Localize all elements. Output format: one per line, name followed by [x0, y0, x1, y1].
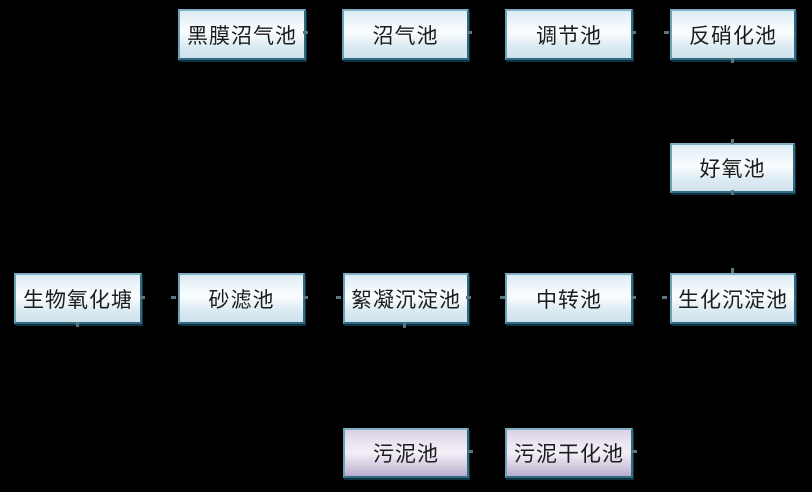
- connector-mark: [467, 31, 472, 34]
- node-label: 污泥干化池: [514, 442, 624, 466]
- node-black-membrane-biogas-digester: 黑膜沼气池: [178, 9, 306, 60]
- connector-mark: [303, 31, 308, 34]
- connector-mark: [731, 190, 734, 195]
- node-sludge-drying-tank: 污泥干化池: [505, 428, 633, 478]
- node-biogas-digester: 沼气池: [342, 9, 469, 60]
- node-biochemical-sedimentation-tank: 生化沉淀池: [670, 273, 796, 324]
- connector-mark: [662, 296, 667, 299]
- node-label: 沼气池: [372, 23, 439, 48]
- node-label: 絮凝沉淀池: [351, 287, 461, 312]
- node-biological-oxidation-pond: 生物氧化塘: [14, 273, 142, 324]
- node-label: 中转池: [536, 287, 602, 312]
- node-label: 污泥池: [373, 442, 439, 466]
- node-denitrification-tank: 反硝化池: [670, 9, 796, 60]
- connector-mark: [731, 58, 734, 63]
- node-transfer-tank: 中转池: [505, 273, 633, 324]
- node-flocculation-sedimentation-tank: 絮凝沉淀池: [343, 273, 469, 324]
- connector-mark: [171, 296, 176, 299]
- node-label: 生化沉淀池: [678, 287, 788, 312]
- connector-mark: [336, 296, 341, 299]
- node-aerobic-tank: 好氧池: [670, 143, 795, 193]
- connector-mark: [303, 296, 308, 299]
- connector-mark: [631, 296, 636, 299]
- connector-mark: [76, 322, 79, 327]
- node-regulating-tank: 调节池: [505, 9, 633, 60]
- connector-mark: [731, 268, 734, 273]
- node-sand-filter-tank: 砂滤池: [178, 273, 305, 324]
- connector-mark: [403, 323, 406, 328]
- node-label: 黑膜沼气池: [187, 23, 297, 48]
- connector-mark: [731, 139, 734, 144]
- connector-mark: [631, 31, 636, 34]
- node-label: 反硝化池: [689, 23, 777, 48]
- node-label: 生物氧化塘: [23, 287, 133, 312]
- connector-mark: [632, 450, 637, 453]
- connector-mark: [466, 296, 471, 299]
- connector-mark: [140, 296, 145, 299]
- connector-mark: [468, 450, 473, 453]
- connector-mark: [664, 31, 669, 34]
- node-label: 好氧池: [699, 157, 766, 181]
- node-sludge-tank: 污泥池: [343, 428, 469, 478]
- node-label: 砂滤池: [208, 287, 275, 312]
- connector-mark: [500, 296, 505, 299]
- node-label: 调节池: [536, 23, 602, 48]
